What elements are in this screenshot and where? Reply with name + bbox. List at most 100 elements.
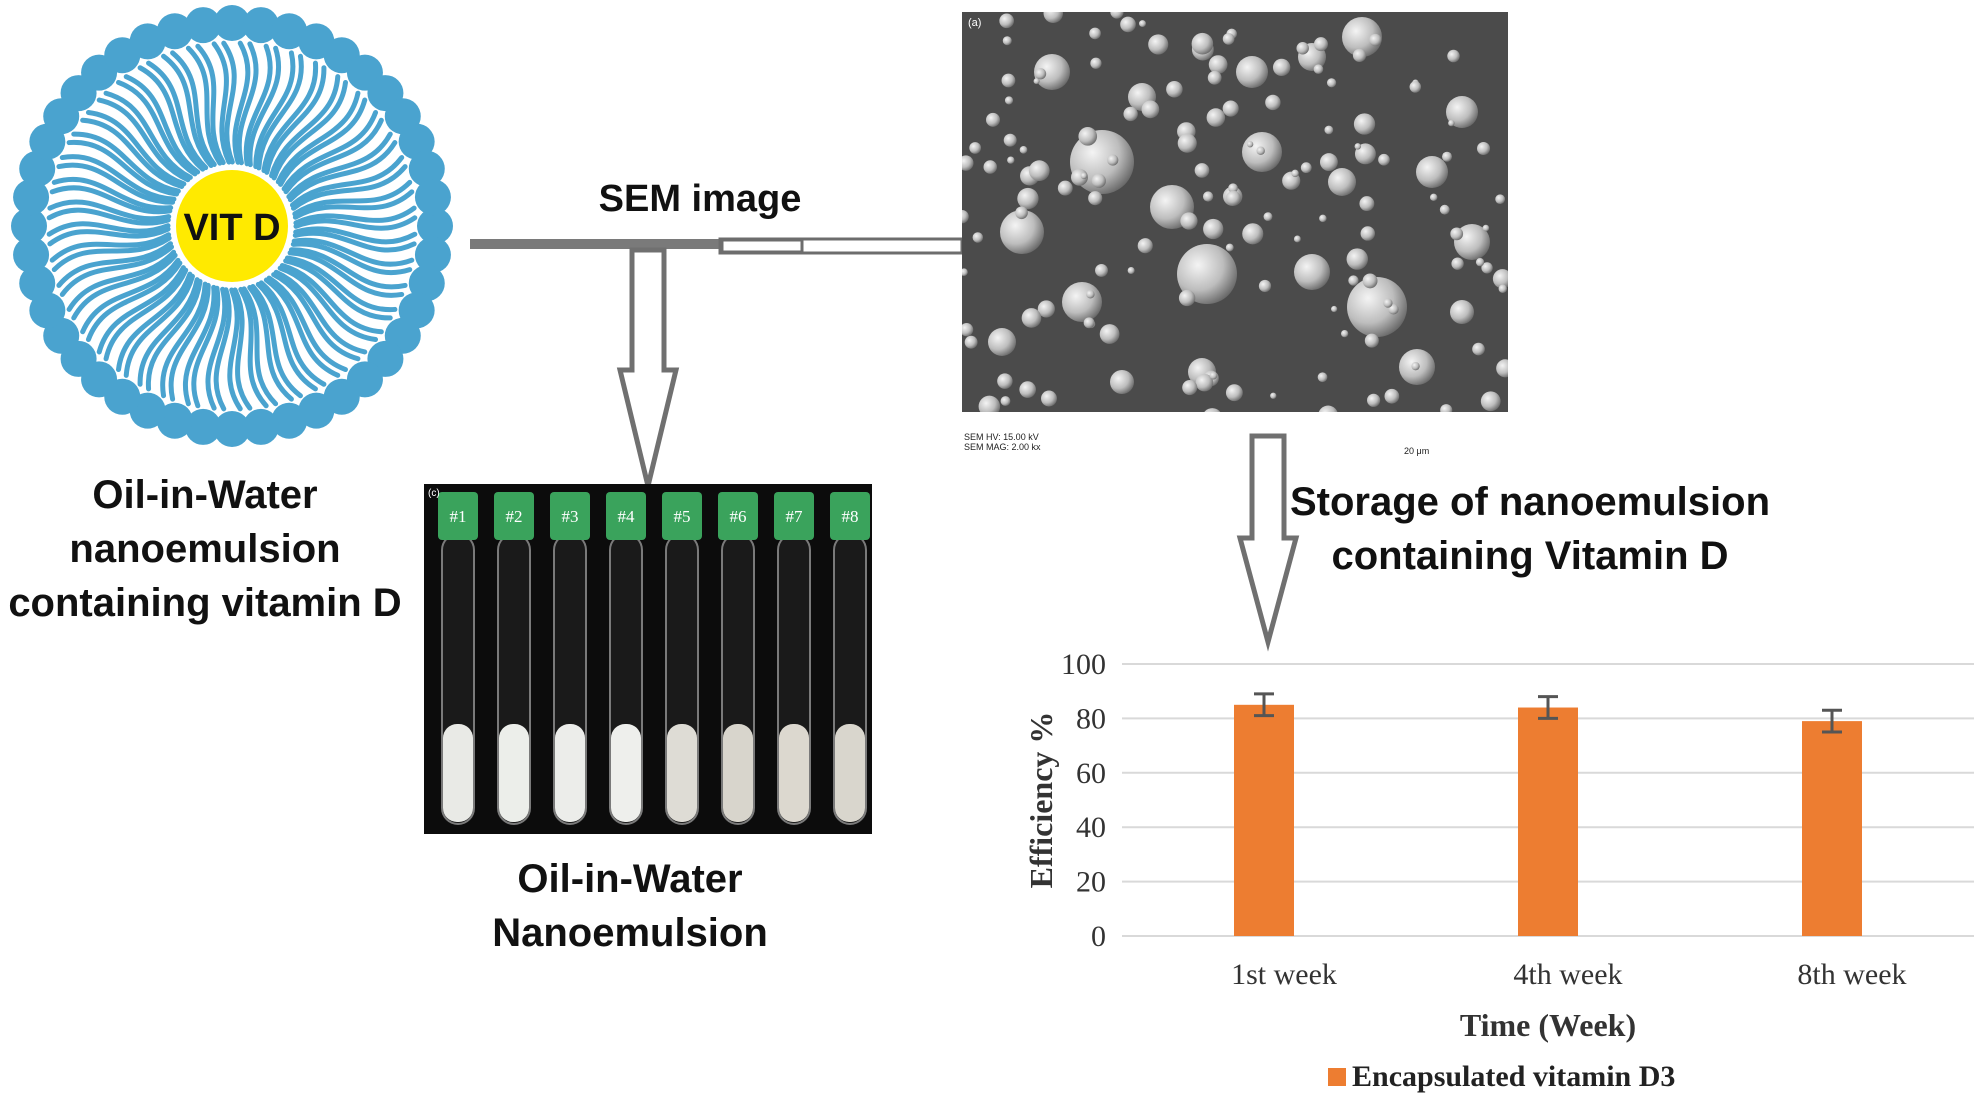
sem-particle (1222, 100, 1239, 117)
lipid-tail (103, 267, 189, 362)
lipid-tail (161, 53, 214, 169)
lipid-tail (279, 263, 384, 335)
lipid-tail (243, 43, 273, 167)
tubes-photo: #1#2#3#4#5#6#7#8(c) (424, 484, 872, 834)
sem-particle (1127, 267, 1135, 275)
lipid-tail (160, 281, 208, 399)
y-axis-title: Efficiency % (1023, 712, 1059, 889)
tube-emulsion (835, 724, 865, 822)
sem-particle (1007, 156, 1015, 164)
lipid-tail (46, 207, 171, 226)
lipid-head (414, 179, 451, 216)
connector-line-to-sem (470, 237, 964, 255)
lipid-tail (250, 283, 303, 399)
sem-particle (1367, 393, 1381, 407)
sem-particle (1002, 36, 1012, 46)
sem-particle (1353, 113, 1376, 135)
sem-particle (1088, 191, 1103, 206)
sem-particle (1496, 359, 1508, 378)
sem-particle (969, 142, 982, 154)
sem-particle (1369, 33, 1382, 47)
sem-info: SEM HV: 15.00 kV SEM MAG: 2.00 kx (964, 432, 1041, 452)
x-tick-label: 4th week (1513, 958, 1622, 991)
lipid-tail (213, 287, 232, 412)
sem-particle (1062, 282, 1102, 322)
tubes-panel-label: (c) (428, 488, 440, 499)
lipid-head (242, 7, 279, 44)
tube-label: #5 (674, 507, 691, 526)
vitamin-d-core (176, 170, 288, 282)
lipid-tail (96, 265, 186, 355)
bar (1234, 704, 1294, 936)
y-tick-label: 0 (1091, 920, 1106, 953)
sem-particle (1034, 68, 1047, 80)
sem-particle (1207, 70, 1222, 85)
lipid-tail (168, 282, 211, 402)
sem-particle (1263, 212, 1273, 222)
sem-particle (1450, 300, 1474, 324)
sem-particle (962, 323, 974, 337)
sem-particle (1110, 370, 1134, 394)
sem-particle (1416, 156, 1448, 188)
lipid-head (414, 236, 451, 273)
lipid-tail (284, 255, 398, 312)
sem-particle (1206, 108, 1226, 127)
lipid-tail (283, 258, 393, 321)
lipid-tail (283, 117, 384, 195)
lipid-tail (103, 90, 193, 180)
sem-particle (1409, 81, 1422, 93)
y-tick-label: 100 (1061, 648, 1106, 681)
sem-particle (1495, 194, 1506, 205)
tube-emulsion (723, 724, 753, 822)
sem-particle (1000, 396, 1011, 406)
sem-particle (1107, 154, 1119, 166)
sem-particle (1348, 275, 1359, 286)
sem-particle (1028, 160, 1050, 182)
tube-emulsion (555, 724, 585, 822)
sem-particle (1019, 145, 1028, 154)
core-label: VIT D (183, 207, 280, 249)
sem-particle (1099, 324, 1120, 344)
sem-particle (1498, 284, 1508, 293)
tube-label: #3 (562, 507, 579, 526)
arrow-down-to-chart-icon (1236, 433, 1300, 652)
sem-particle (1043, 12, 1064, 23)
lipid-tail (51, 235, 172, 273)
label-line: Nanoemulsion (492, 911, 768, 955)
sem-info-line: SEM HV: 15.00 kV (964, 432, 1039, 442)
lipid-head (271, 402, 308, 439)
sem-particle (1034, 54, 1070, 90)
bar (1518, 707, 1578, 936)
micelle-diagram: VIT D (11, 5, 453, 447)
sem-particle (1057, 180, 1073, 196)
sem-particle (1447, 49, 1460, 63)
lipid-tail (258, 280, 327, 387)
lipid-tail (247, 284, 294, 402)
lipid-tail (290, 241, 413, 276)
sem-particle (1222, 33, 1235, 45)
tube-cap (438, 492, 478, 540)
lipid-head (11, 208, 47, 244)
sem-particle (1225, 243, 1234, 252)
tube-cap (662, 492, 702, 540)
sem-panel-label: (a) (968, 17, 981, 29)
lipid-tail (269, 74, 341, 179)
sem-particle (1347, 277, 1407, 337)
label-line: Oil-in-Water (92, 473, 318, 517)
sem-particle (1450, 227, 1464, 241)
lipid-head (156, 13, 193, 50)
sem-particle (1120, 16, 1136, 33)
sem-particle (1137, 238, 1153, 254)
lipid-tail (292, 179, 413, 217)
lipid-tail (221, 40, 237, 165)
lipid-tail (263, 277, 341, 378)
lipid-tail (137, 277, 200, 387)
sem-particle (1015, 206, 1028, 220)
lipid-tail (247, 45, 282, 168)
sem-particle (978, 395, 1001, 418)
sem-particle (1477, 141, 1491, 155)
lipid-tail (185, 45, 223, 166)
legend-swatch (1328, 1068, 1346, 1086)
lipid-tail (85, 260, 183, 342)
lipid-tail (170, 50, 217, 168)
